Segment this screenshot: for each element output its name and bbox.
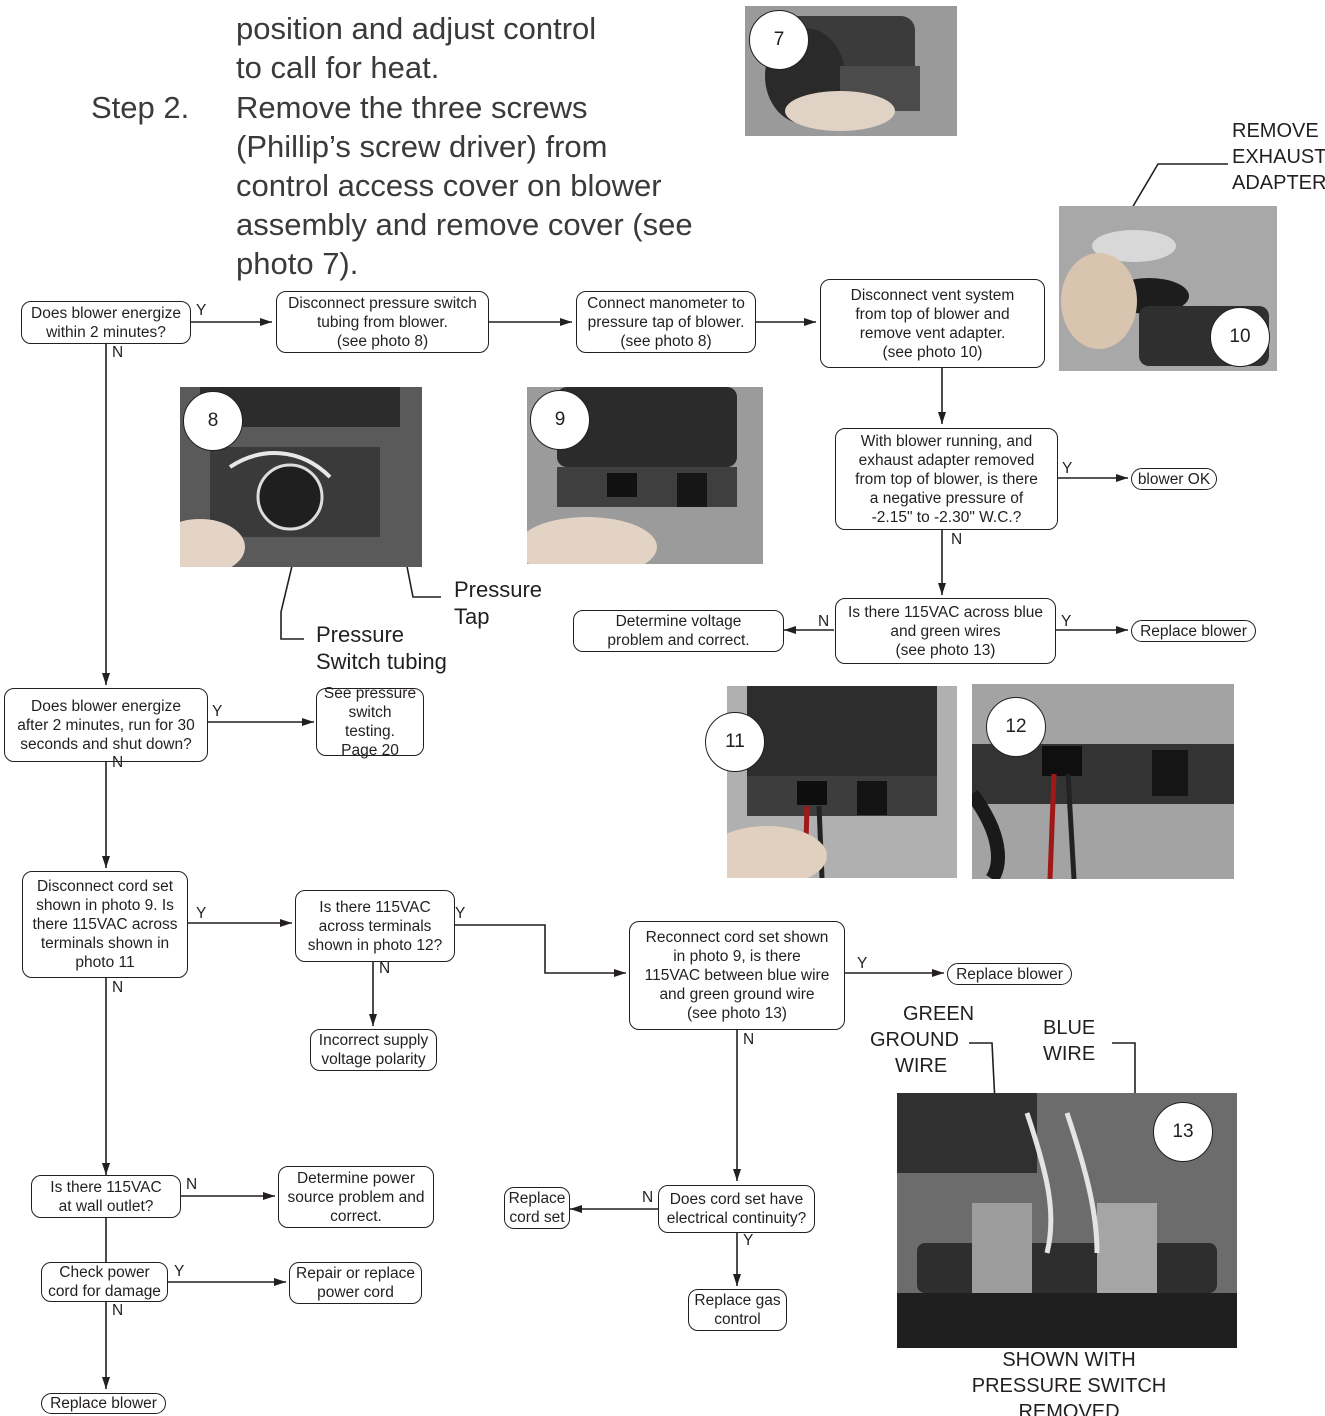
step-repair-cord: Repair or replace power cord <box>289 1262 422 1304</box>
label-y-powercord: Y <box>174 1263 185 1280</box>
step-2-line-3: control access cover on blower <box>236 168 662 203</box>
step-2-line-4: assembly and remove cover (see <box>236 207 693 242</box>
step-2-line-5: photo 7). <box>236 246 359 281</box>
callout-green-ground-2: GROUND <box>870 1029 959 1051</box>
callout-pressure-tap-2: Tap <box>454 604 490 629</box>
q-energize-after: Does blower energize after 2 minutes, ru… <box>4 688 208 762</box>
term-replace-blower-1: Replace blower <box>1131 620 1256 642</box>
photo-11-badge: 11 <box>705 712 765 772</box>
step-disconnect-tubing: Disconnect pressure switch tubing from b… <box>276 291 489 353</box>
photo-9-badge: 9 <box>530 390 590 450</box>
q-115-blue-green: Is there 115VAC across blue and green wi… <box>835 598 1056 664</box>
term-replace-cord-set: Replace cord set <box>504 1187 570 1229</box>
photo-8 <box>180 387 422 567</box>
callout-remove-exhaust-1: REMOVE <box>1232 120 1319 142</box>
callout-pressure-switch-2: Switch tubing <box>316 649 447 674</box>
callout-pressure-tap-1: Pressure <box>454 577 543 602</box>
label-n-pressure: N <box>951 531 963 548</box>
step-disconnect-vent: Disconnect vent system from top of blowe… <box>820 279 1045 368</box>
label-y-continuity: Y <box>743 1232 754 1249</box>
label-n-powercord: N <box>112 1302 124 1319</box>
term-replace-blower-2: Replace blower <box>947 963 1072 985</box>
callout-blue-wire-2: WIRE <box>1043 1043 1096 1065</box>
photo-13-badge: 13 <box>1153 1102 1213 1162</box>
label-y-reconnect: Y <box>857 955 868 972</box>
photo-12-badge: 12 <box>986 697 1046 757</box>
term-blower-ok: blower OK <box>1131 468 1217 490</box>
photo-11 <box>727 686 957 878</box>
label-n-115: N <box>818 613 830 630</box>
callout-blue-wire-1: BLUE <box>1043 1017 1096 1039</box>
term-replace-gas-control: Replace gas control <box>688 1289 787 1331</box>
step-see-pressure-switch: See pressure switch testing. Page 20 <box>316 685 424 759</box>
label-n-continuity: N <box>642 1189 654 1206</box>
callout-pressure-switch-1: Pressure <box>316 622 405 647</box>
photo-10-badge: 10 <box>1210 307 1270 367</box>
photo-13-caption-2: PRESSURE SWITCH <box>971 1375 1167 1397</box>
photo-8-badge: 8 <box>183 391 243 451</box>
q-negative-pressure: With blower running, and exhaust adapter… <box>835 428 1058 530</box>
callout-remove-exhaust-2: EXHAUST <box>1232 146 1325 168</box>
photo-7-badge: 7 <box>749 10 809 70</box>
label-y-energize: Y <box>196 302 207 319</box>
intro-line-1: position and adjust control <box>236 11 597 46</box>
step-determine-voltage: Determine voltage problem and correct. <box>573 610 784 652</box>
callout-remove-exhaust-3: ADAPTER <box>1232 172 1325 194</box>
label-y-terminals: Y <box>455 905 466 922</box>
q-wall-outlet: Is there 115VAC at wall outlet? <box>31 1175 181 1218</box>
term-incorrect-polarity: Incorrect supply voltage polarity <box>310 1029 437 1071</box>
label-n-after: N <box>112 754 124 771</box>
label-n-terminals: N <box>379 960 391 977</box>
step-2-line-2: (Phillip’s screw driver) from <box>236 129 608 164</box>
photo-13 <box>897 1093 1237 1348</box>
leader-remove-exhaust <box>1121 163 1228 226</box>
q-terminals-12: Is there 115VAC across terminals shown i… <box>295 890 455 962</box>
callout-green-ground-3: WIRE <box>895 1055 948 1077</box>
label-n-reconnect: N <box>743 1031 755 1048</box>
intro-line-2: to call for heat. <box>236 50 440 85</box>
label-y-pressure: Y <box>1062 460 1073 477</box>
label-y-115: Y <box>1061 613 1072 630</box>
q-reconnect: Reconnect cord set shown in photo 9, is … <box>629 921 845 1030</box>
callout-green-ground-1: GREEN <box>903 1003 975 1025</box>
step-2-line-1: Remove the three screws <box>236 90 588 125</box>
q-check-power-cord: Check power cord for damage <box>41 1262 168 1302</box>
photo-13-caption-3: REMOVED <box>1018 1401 1120 1416</box>
step-2-label: Step 2. <box>91 90 190 125</box>
arrow-terminals-yes <box>455 924 626 977</box>
q-continuity: Does cord set have electrical continuity… <box>658 1185 815 1233</box>
label-y-cordset: Y <box>196 905 207 922</box>
step-connect-manometer: Connect manometer to pressure tap of blo… <box>576 291 756 353</box>
photo-13-caption-1: SHOWN WITH <box>1002 1349 1136 1371</box>
q-energize-2min: Does blower energize within 2 minutes? <box>21 301 191 344</box>
label-n-cordset: N <box>112 979 124 996</box>
term-replace-blower-3: Replace blower <box>41 1393 166 1414</box>
step-determine-power: Determine power source problem and corre… <box>278 1166 434 1228</box>
q-cord-set: Disconnect cord set shown in photo 9. Is… <box>22 871 188 978</box>
label-y-after: Y <box>212 703 223 720</box>
photo-7 <box>745 6 957 136</box>
label-n-outlet: N <box>186 1176 198 1193</box>
label-n-energize: N <box>112 344 124 361</box>
